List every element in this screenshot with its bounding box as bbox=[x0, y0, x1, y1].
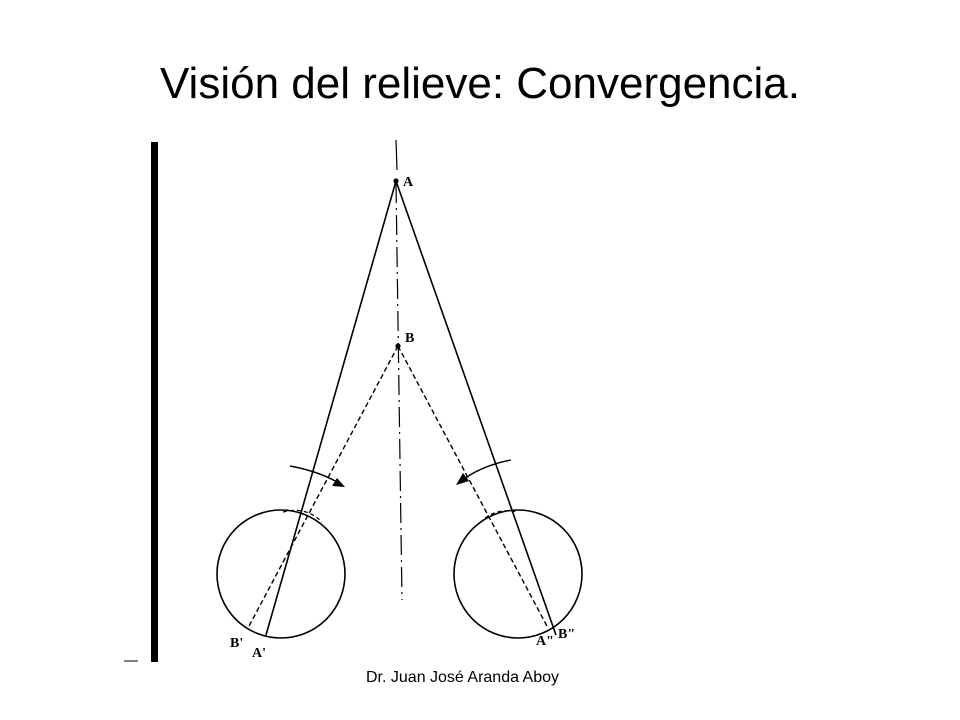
right-eye bbox=[453, 509, 583, 639]
label-left-a-prime: A' bbox=[252, 646, 266, 661]
line-b-to-right-eye bbox=[397, 345, 549, 629]
label-right-a-double-prime: A" bbox=[536, 634, 554, 649]
left-eye-lens bbox=[282, 509, 323, 523]
left-vertical-bar bbox=[151, 142, 158, 662]
left-rotation-arrow bbox=[289, 465, 343, 486]
label-left-b-prime: B' bbox=[230, 636, 243, 651]
line-a-to-right-eye bbox=[395, 180, 557, 636]
left-arrowhead bbox=[332, 478, 345, 487]
left-eye bbox=[216, 509, 346, 639]
right-arrowhead bbox=[456, 473, 469, 485]
right-eye-lens bbox=[479, 510, 519, 524]
midline-top-tick bbox=[395, 139, 398, 171]
slide-title: Visión del relieve: Convergencia. bbox=[160, 59, 800, 108]
label-point-a: A bbox=[403, 175, 414, 190]
footer-author: Dr. Juan José Aranda Aboy bbox=[366, 669, 560, 686]
label-right-b-double-prime: B" bbox=[558, 627, 575, 642]
line-a-to-left-eye bbox=[265, 180, 397, 636]
right-rotation-arrow bbox=[459, 459, 512, 483]
line-b-to-left-eye bbox=[247, 345, 399, 629]
midline-dashdot bbox=[395, 182, 403, 601]
label-point-b: B bbox=[405, 331, 414, 346]
